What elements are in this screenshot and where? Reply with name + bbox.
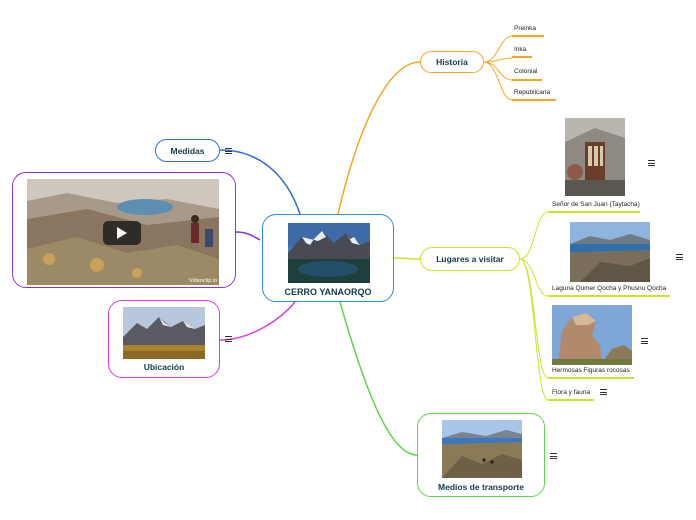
connector-video: [236, 232, 260, 240]
notes-icon[interactable]: [225, 148, 232, 154]
historia-item-republicana[interactable]: Republicana: [514, 89, 550, 96]
topic-medidas-label: Medidas: [170, 146, 204, 156]
ubicacion-image: [123, 307, 205, 359]
historia-item-preinka[interactable]: Preinka: [514, 25, 536, 32]
historia-item-inka-underline: [512, 56, 532, 58]
central-topic-image: [288, 223, 370, 283]
video-thumbnail[interactable]: Videoclip.io: [27, 179, 219, 285]
historia-item-colonial-underline: [512, 79, 542, 81]
notes-icon[interactable]: [225, 336, 232, 342]
connector-lugares-leaves: [520, 212, 548, 400]
lugar-senor-de-san-juan[interactable]: Señor de San Juan (Taytacha): [552, 201, 640, 208]
topic-medidas[interactable]: Medidas: [155, 139, 220, 162]
medios-image: [442, 420, 522, 478]
play-icon[interactable]: [103, 221, 141, 245]
connector-historia-leaves: [484, 36, 512, 100]
notes-icon[interactable]: [550, 453, 557, 459]
connector-ubicacion: [220, 302, 295, 340]
topic-lugares-label: Lugares a visitar: [436, 254, 504, 264]
lugar-figuras-rocosas-image[interactable]: [552, 305, 632, 365]
lugar-figuras-underline: [548, 377, 634, 379]
topic-medios-label: Medios de transporte: [418, 482, 544, 492]
topic-lugares-a-visitar[interactable]: Lugares a visitar: [420, 247, 520, 271]
notes-icon[interactable]: [641, 338, 648, 344]
lugar-laguna[interactable]: Laguna Qumer Qocha y Phusnu Qocha: [552, 285, 666, 292]
connector-lugares: [394, 258, 420, 259]
topic-historia-label: Historia: [436, 57, 468, 67]
lugar-senor-de-san-juan-image[interactable]: [565, 118, 625, 196]
historia-item-preinka-underline: [512, 35, 544, 37]
lugar-laguna-image[interactable]: [570, 222, 650, 282]
connector-historia: [338, 62, 420, 214]
notes-icon[interactable]: [648, 160, 655, 166]
connector-medios: [340, 302, 417, 455]
lugar-flora-underline: [548, 399, 594, 401]
notes-icon[interactable]: [676, 254, 683, 260]
historia-item-colonial[interactable]: Colonial: [514, 68, 538, 75]
topic-video[interactable]: Videoclip.io: [12, 172, 236, 288]
topic-medios-de-transporte[interactable]: Medios de transporte: [417, 413, 545, 497]
lugar-laguna-underline: [548, 295, 670, 297]
video-watermark: Videoclip.io: [189, 278, 217, 284]
topic-ubicacion[interactable]: Ubicación: [108, 300, 220, 378]
lugar-flora-y-fauna[interactable]: Flora y fauna: [552, 389, 590, 396]
lugar-senor-underline: [548, 211, 640, 213]
historia-item-inka[interactable]: Inka: [514, 46, 526, 53]
central-topic-title: CERRO YANAORQO: [263, 287, 393, 297]
lugar-figuras-rocosas[interactable]: Hermosas Figuras rocosas: [552, 367, 630, 374]
central-topic[interactable]: CERRO YANAORQO: [262, 214, 394, 302]
notes-icon[interactable]: [600, 389, 607, 395]
historia-item-republicana-underline: [512, 99, 556, 101]
topic-historia[interactable]: Historia: [420, 51, 484, 73]
topic-ubicacion-label: Ubicación: [109, 362, 219, 372]
